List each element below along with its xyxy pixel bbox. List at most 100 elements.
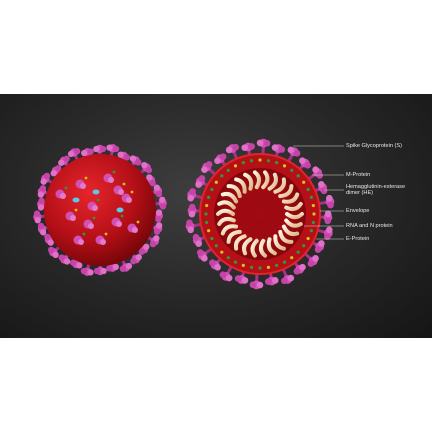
- spike-head-lobe: [299, 157, 306, 164]
- spike-head-lobe: [201, 166, 208, 173]
- membrane-protein: [309, 195, 313, 199]
- coronavirus-illustration: [33, 138, 344, 290]
- spike-head-lobe: [324, 233, 331, 240]
- spike-head-lobe: [325, 226, 333, 234]
- membrane-protein: [205, 220, 209, 225]
- rna-loop: [284, 201, 303, 212]
- membrane-protein: [312, 212, 316, 216]
- spike-head-lobe: [125, 262, 133, 270]
- membrane-protein: [275, 161, 279, 165]
- rna-loop: [252, 170, 262, 190]
- rna-loop: [267, 172, 278, 191]
- spike-head-lobe: [63, 258, 71, 265]
- spike-head-lobe: [146, 174, 153, 181]
- spike-head-lobe: [149, 180, 156, 187]
- spike-head-lobe: [192, 233, 200, 241]
- rna-coil: [216, 170, 304, 258]
- right-membrane-proteins: [204, 158, 316, 270]
- spike-glycoprotein: [256, 138, 271, 157]
- inner-core-center: [236, 190, 284, 238]
- spike-head-lobe: [47, 239, 54, 246]
- spike-head-lobe: [324, 217, 332, 225]
- spike-glycoprotein: [265, 270, 279, 286]
- spike-head-lobe: [38, 197, 45, 204]
- membrane-protein: [258, 266, 262, 270]
- surface-spike-lobe: [132, 227, 138, 233]
- rna-loop: [285, 212, 304, 220]
- spike-head-lobe: [138, 248, 145, 255]
- spike-head-lobe: [37, 222, 45, 230]
- surface-spike-lobe: [88, 223, 94, 229]
- whole-virus: [33, 144, 167, 276]
- spike-head-lobe: [155, 216, 162, 223]
- spike-glycoprotein: [195, 175, 210, 188]
- spike-head-lobe: [37, 191, 45, 198]
- spike-head-lobe: [141, 161, 148, 169]
- spike-head-lobe: [81, 149, 88, 157]
- spike-head-lobe: [145, 166, 153, 174]
- membrane-protein: [282, 260, 287, 264]
- spike-head-lobe: [159, 196, 166, 203]
- surface-spike-lobe: [80, 183, 86, 189]
- rna-loop: [281, 224, 300, 237]
- surface-protein-dot: [104, 232, 108, 236]
- spike-head-lobe: [271, 277, 279, 284]
- spike-head-lobe: [219, 271, 227, 278]
- membrane-protein: [258, 158, 262, 162]
- spike-head-lobe: [241, 277, 249, 284]
- membrane-protein: [207, 195, 211, 199]
- spike-head-lobe: [47, 246, 55, 254]
- spike-head-lobe: [327, 201, 334, 209]
- membrane-protein: [226, 168, 230, 172]
- spike-head-lobe: [287, 274, 295, 282]
- rna-loop: [226, 229, 242, 244]
- spike-head-lobe: [304, 162, 311, 169]
- spike-head-lobe: [225, 274, 233, 282]
- membrane-protein: [290, 168, 294, 172]
- surface-spike-lobe: [78, 239, 84, 245]
- rna-loop: [266, 237, 277, 256]
- spike-head-lobe: [234, 275, 242, 282]
- rna-loop: [217, 216, 236, 227]
- spike-head-lobe: [195, 181, 202, 188]
- spike-head-lobe: [299, 263, 306, 271]
- spike-head-lobe: [196, 249, 204, 256]
- rna-loop: [242, 237, 253, 256]
- membrane-protein: [214, 244, 218, 248]
- spike-head-lobe: [149, 241, 157, 248]
- membrane-protein: [302, 180, 306, 184]
- spike-head-lobe: [33, 210, 41, 217]
- membrane-protein: [296, 174, 300, 178]
- spike-head-lobe: [80, 267, 88, 275]
- rna-loop: [233, 234, 247, 251]
- spike-head-lobe: [117, 151, 124, 158]
- rna-loop: [234, 177, 247, 194]
- spike-head-lobe: [214, 157, 221, 165]
- surface-spike-lobe: [70, 215, 76, 221]
- spike-head-lobe: [130, 258, 137, 265]
- spike-head-lobe: [155, 222, 163, 229]
- spike-head-lobe: [314, 246, 322, 253]
- spike-head-lobe: [44, 233, 51, 240]
- spike-glycoprotein: [281, 266, 295, 285]
- rna-loop: [273, 234, 286, 251]
- surface-protein-dot: [120, 214, 124, 218]
- surface-protein-dot: [74, 208, 78, 212]
- surface-spike-lobe: [108, 177, 114, 183]
- label-m-protein: M-Protein: [346, 172, 371, 178]
- surface-spike-lobe: [126, 197, 132, 203]
- spike-head-lobe: [93, 145, 100, 153]
- rna-loop: [220, 191, 239, 204]
- surface-spike-lobe: [100, 239, 106, 245]
- spike-glycoprotein: [249, 271, 264, 290]
- surface-protein-dot: [122, 182, 126, 186]
- spike-head-lobe: [99, 145, 107, 153]
- spike-head-lobe: [232, 143, 239, 151]
- surface-spike-lobe: [60, 193, 66, 199]
- surface-spike-lobe: [116, 221, 122, 227]
- spike-head-lobe: [256, 281, 264, 289]
- spike-glycoprotein: [302, 251, 319, 267]
- membrane-protein: [220, 250, 224, 254]
- spike-head-lobe: [153, 235, 160, 242]
- surface-protein-dot: [136, 220, 140, 224]
